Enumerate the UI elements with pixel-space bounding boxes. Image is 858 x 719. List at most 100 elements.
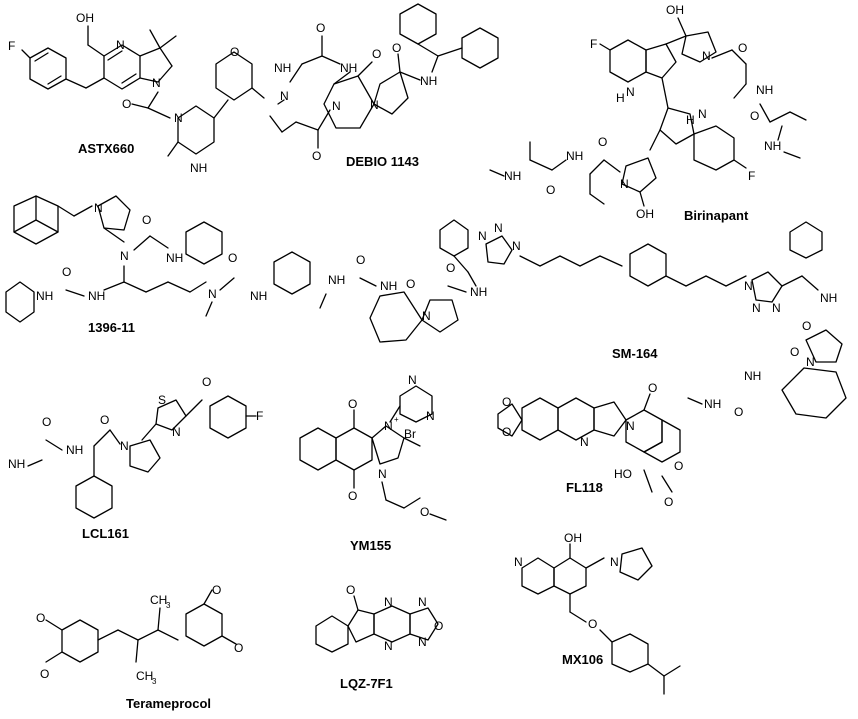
atom-n: N — [280, 89, 289, 103]
atom-oh: OH — [666, 3, 684, 17]
atom-n: N — [620, 177, 629, 191]
atom-nh: NH — [274, 61, 291, 75]
atom-nh: NH — [340, 61, 357, 75]
atom-n: N — [512, 239, 521, 253]
structure-terameprocol: O O CH 3 CH 3 O O Terameprocol — [36, 583, 243, 711]
atom-o: O — [142, 213, 151, 227]
atom-ch: CH — [136, 669, 153, 683]
atom-nh: NH — [420, 74, 437, 88]
atom-nh: NH — [166, 251, 183, 265]
atom-n: N — [772, 301, 781, 315]
structure-fl118: O O N N O O HO O FL118 — [497, 381, 683, 509]
atom-n: N — [610, 555, 619, 569]
atom-o: O — [674, 459, 683, 473]
atom-o: O — [348, 397, 357, 411]
atom-n: N — [120, 249, 129, 263]
atom-f: F — [256, 409, 263, 423]
atom-o: O — [234, 641, 243, 655]
atom-n: N — [752, 301, 761, 315]
atom-n: N — [208, 287, 217, 301]
atom-n: N — [626, 419, 635, 433]
atom-o: O — [62, 265, 71, 279]
atom-n: N — [744, 279, 753, 293]
atom-nh: NH — [8, 457, 25, 471]
atom-o: O — [502, 395, 511, 409]
compound-label-birinapant: Birinapant — [684, 208, 749, 223]
atom-nh: NH — [380, 279, 397, 293]
atom-o: O — [648, 381, 657, 395]
atom-n: N — [384, 639, 393, 653]
atom-nh: NH — [88, 289, 105, 303]
atom-n: N — [514, 555, 523, 569]
compound-label-sm-164: SM-164 — [612, 346, 658, 361]
atom-n: N — [116, 38, 125, 52]
atom-nh: NH — [704, 397, 721, 411]
compound-label-debio-1143: DEBIO 1143 — [346, 154, 419, 169]
atom-o: O — [348, 489, 357, 503]
structure-debio-1143: NH O N N O NH O NH N O DEBIO 1143 — [269, 3, 499, 169]
atom-n: N — [494, 221, 503, 235]
structure-astx660: F N OH N O N NH O ASTX660 — [8, 11, 265, 175]
atom-nh: NH — [328, 273, 345, 287]
atom-nh: NH — [764, 139, 781, 153]
atom-n: N — [698, 107, 707, 121]
atom-nh: NH — [756, 83, 773, 97]
atom-o: O — [228, 251, 237, 265]
atom-n: N — [152, 76, 161, 90]
compound-label-ym155: YM155 — [350, 538, 391, 553]
atom-n: N — [172, 425, 181, 439]
atom-o: O — [802, 319, 811, 333]
structure-lcl161: S N O F N O NH O NH LCL161 — [8, 375, 263, 541]
atom-o: O — [346, 583, 355, 597]
atom-n: N — [384, 595, 393, 609]
atom-n: N — [332, 99, 341, 113]
atom-o: O — [420, 505, 429, 519]
atom-nh: NH — [504, 169, 521, 183]
atom-o: O — [36, 611, 45, 625]
atom-nh: NH — [820, 291, 837, 305]
atom-f: F — [590, 37, 597, 51]
atom-ch: CH — [150, 593, 167, 607]
atom-o: O — [750, 109, 759, 123]
atom-n: N — [384, 419, 393, 433]
atom-n: N — [408, 373, 417, 387]
atom-n: N — [806, 355, 815, 369]
compound-label-fl118: FL118 — [566, 480, 603, 495]
structure-mx106: N OH N O MX106 — [514, 531, 681, 695]
atom-o: O — [230, 45, 239, 59]
atom-o: O — [312, 149, 321, 163]
atom-o: O — [790, 345, 799, 359]
atom-oh: OH — [636, 207, 654, 221]
atom-o: O — [40, 667, 49, 681]
atom-n: N — [94, 201, 103, 215]
atom-nh: NH — [66, 443, 83, 457]
atom-oh: OH — [564, 531, 582, 545]
atom-o: O — [42, 415, 51, 429]
atom-h: H — [686, 113, 695, 127]
compound-label-lcl161: LCL161 — [82, 526, 129, 541]
atom-o: O — [356, 253, 365, 267]
atom-o: O — [446, 261, 455, 275]
compound-label-terameprocol: Terameprocol — [126, 696, 211, 711]
atom-o: O — [122, 97, 131, 111]
atom-n: N — [418, 595, 427, 609]
compound-label-1396-11: 1396-11 — [88, 320, 135, 335]
structure-ym155: O O N + Br N N N O YM155 — [299, 373, 447, 553]
atom-o: O — [738, 41, 747, 55]
atom-n: N — [426, 409, 435, 423]
atom-h: H — [616, 91, 625, 105]
atom-o: O — [734, 405, 743, 419]
atom-o: O — [316, 21, 325, 35]
atom-n: N — [120, 439, 129, 453]
compound-label-mx106: MX106 — [562, 652, 603, 667]
atom-n: N — [174, 111, 183, 125]
atom-o: O — [212, 583, 221, 597]
atom-nh: NH — [250, 289, 267, 303]
compound-label-astx660: ASTX660 — [78, 141, 134, 156]
charge-plus: + — [394, 415, 399, 424]
atom-br: Br — [404, 427, 416, 441]
atom-nh: NH — [566, 149, 583, 163]
atom-n: N — [418, 635, 427, 649]
atom-o: O — [598, 135, 607, 149]
